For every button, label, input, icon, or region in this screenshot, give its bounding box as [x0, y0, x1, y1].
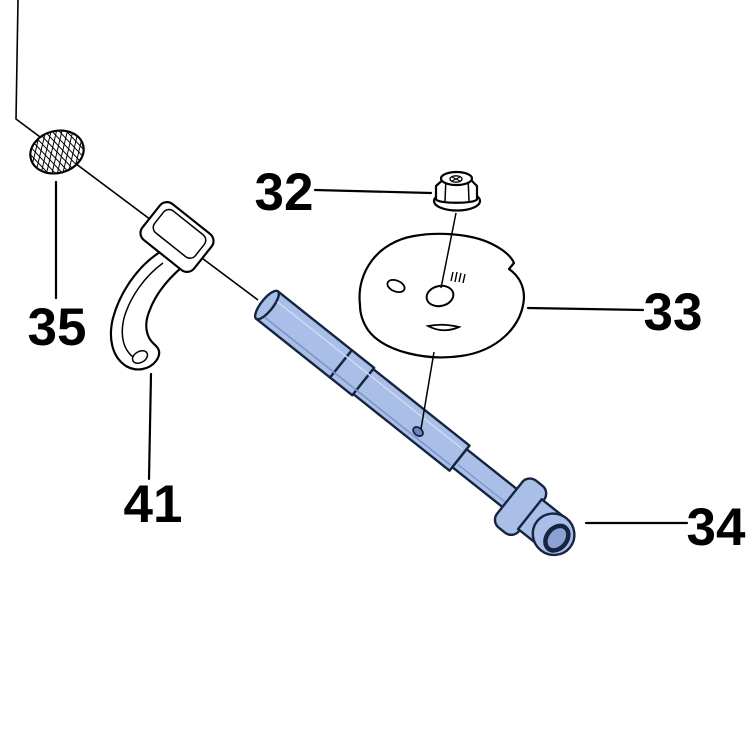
shaft-end-ring: [543, 523, 571, 553]
shaft-shade-line: [264, 316, 451, 466]
fastener-axis-upper: [440, 212, 457, 289]
part-32-nut: [432, 170, 482, 212]
part-label-33: 33: [644, 283, 703, 342]
disc-stamp-mark: [450, 271, 466, 284]
part-label-35: 35: [28, 298, 87, 357]
part-34-shaft: [253, 289, 576, 557]
leader-line-32: [313, 188, 433, 195]
disc-slot-left: [386, 278, 406, 294]
part-label-34: 34: [687, 498, 746, 557]
disc-slot-bottom: [425, 323, 462, 332]
leader-line-33: [526, 306, 645, 312]
part-label-32: 32: [255, 163, 314, 222]
knurl-texture: [25, 124, 89, 180]
shaft-section-3: [352, 367, 471, 472]
shaft-end-cap: [253, 289, 281, 321]
shaft-narrow-shade-line: [457, 464, 506, 503]
lever-cap: [139, 201, 215, 273]
nut-center-mark: [451, 176, 461, 182]
part-label-41: 41: [124, 475, 183, 534]
lever-arm-inner-line: [121, 262, 164, 358]
disc-center-hole: [425, 284, 455, 308]
part-35-knurled-nut: [25, 124, 89, 180]
leader-line-41: [147, 372, 153, 481]
fastener-axis-lower: [420, 351, 435, 430]
shaft-highlight-line: [276, 301, 464, 450]
lever-foot-detail: [131, 350, 149, 364]
part-33-disc: [358, 232, 526, 359]
part-41-lever: [109, 201, 215, 371]
